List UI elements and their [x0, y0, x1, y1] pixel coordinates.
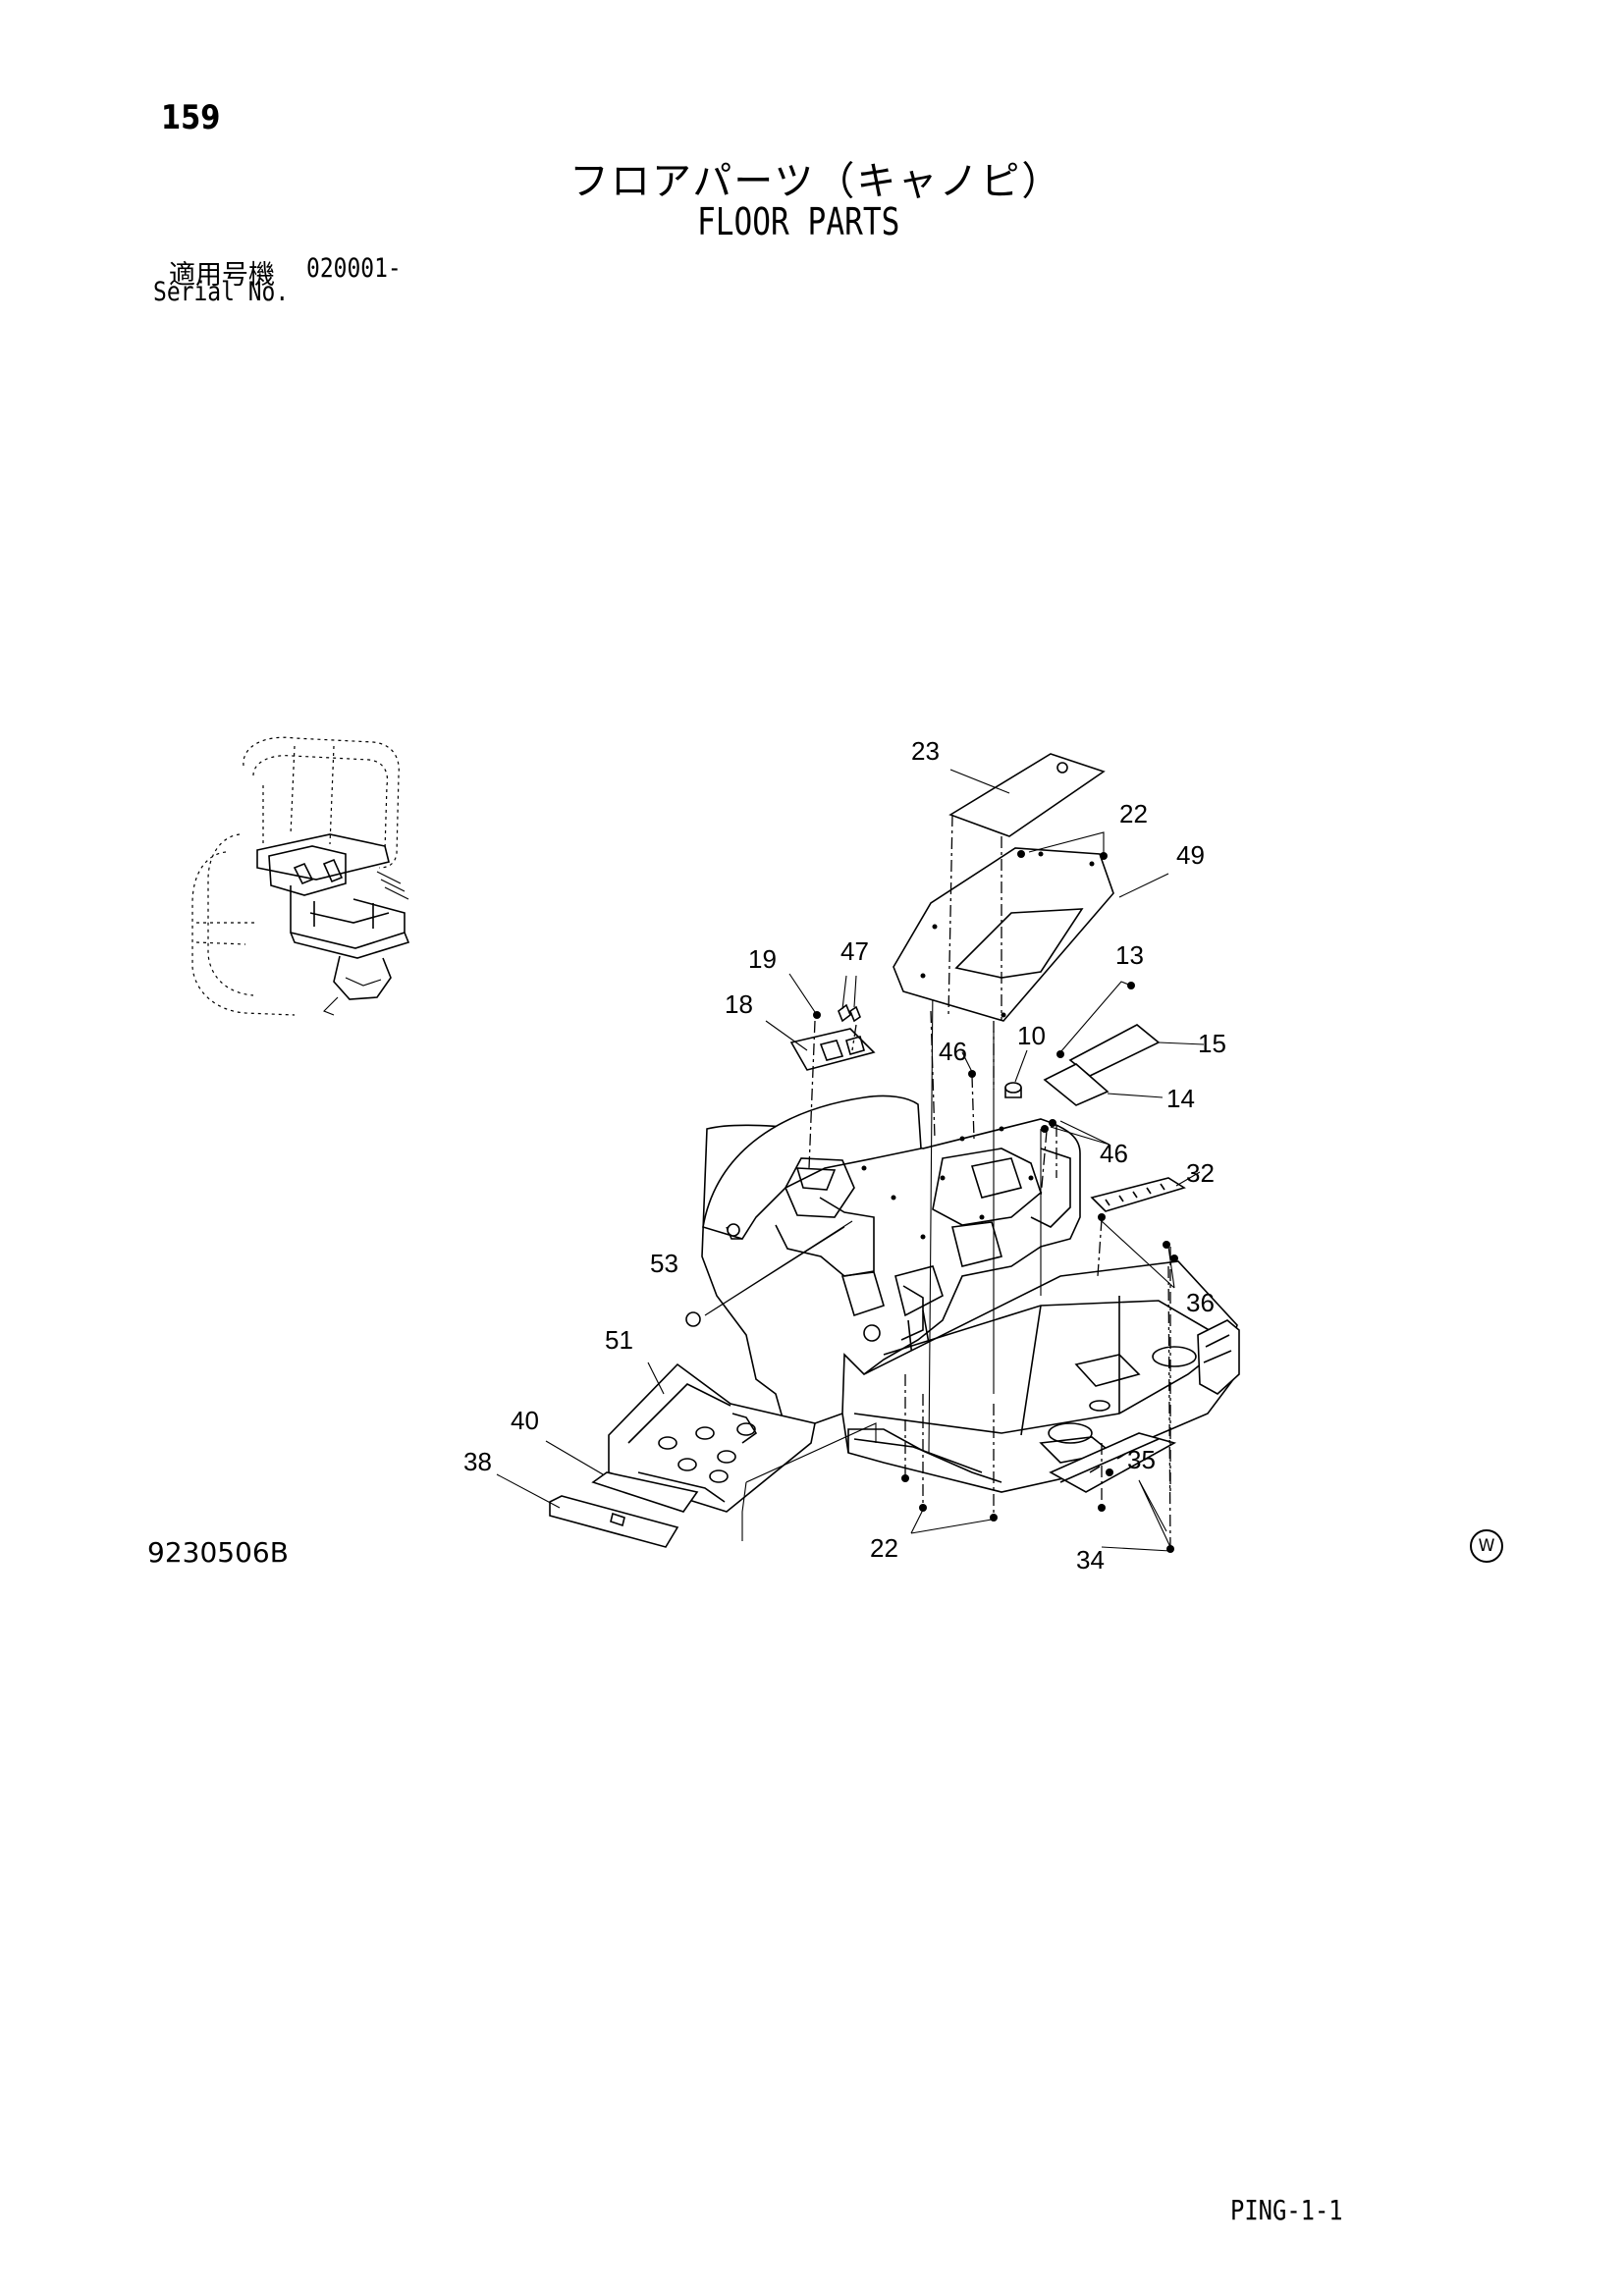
part-53-ball — [685, 1311, 701, 1327]
callout-13: 13 — [1115, 940, 1144, 970]
part-47-tabs — [838, 1003, 861, 1023]
callout-numbers: 23 22 49 13 19 47 18 15 46 10 14 46 32 5… — [463, 736, 1226, 1575]
callout-51: 51 — [605, 1325, 633, 1355]
callout-47: 47 — [840, 936, 869, 966]
callout-10: 10 — [1017, 1021, 1046, 1050]
part-38-mat — [549, 1495, 679, 1548]
part-14-plate — [1043, 1063, 1110, 1106]
callout-22-bottom: 22 — [870, 1533, 898, 1563]
part-32-strip — [1090, 1177, 1186, 1212]
page-title-japanese: フロアパーツ（キャノピ） — [569, 159, 1063, 204]
page-title-english: FLOOR PARTS — [697, 200, 900, 243]
callout-14: 14 — [1166, 1084, 1195, 1113]
page-code: PING-1-1 — [1230, 2194, 1343, 2226]
callout-15: 15 — [1198, 1029, 1226, 1058]
callout-40: 40 — [511, 1406, 539, 1435]
callout-46-left: 46 — [939, 1037, 967, 1066]
part-15-plate — [1068, 1024, 1161, 1077]
part-49-floor-plate — [893, 847, 1114, 1022]
callout-46-right: 46 — [1100, 1139, 1128, 1168]
callout-53: 53 — [650, 1249, 678, 1278]
callout-32: 32 — [1186, 1158, 1215, 1188]
serial-value: 020001- — [306, 253, 402, 284]
part-40-mat — [591, 1471, 699, 1513]
floor-frame-assembly — [701, 981, 1240, 1493]
callout-49: 49 — [1176, 840, 1205, 870]
callout-34: 34 — [1076, 1545, 1105, 1575]
serial-label-english: Serial No. — [153, 277, 290, 307]
callout-36: 36 — [1186, 1288, 1215, 1317]
watermark-mark: W — [1470, 1529, 1503, 1563]
machine-location-thumbnail — [191, 736, 410, 1016]
callout-19: 19 — [748, 944, 777, 974]
callout-38: 38 — [463, 1447, 492, 1476]
callout-23: 23 — [911, 736, 940, 766]
callout-35: 35 — [1127, 1445, 1156, 1474]
callout-18: 18 — [725, 989, 753, 1019]
alignment-lines — [741, 814, 1171, 1552]
callout-leaders — [496, 769, 1205, 1552]
page-number: 159 — [161, 98, 221, 137]
drawing-number: 9230506B — [147, 1536, 289, 1569]
callout-22-top: 22 — [1119, 799, 1148, 828]
part-23-cover-plate — [948, 753, 1106, 837]
part-18-bracket — [789, 1028, 876, 1071]
part-10-grommet — [1004, 1082, 1022, 1098]
serial-label-japanese: 適用号機 — [169, 260, 275, 291]
